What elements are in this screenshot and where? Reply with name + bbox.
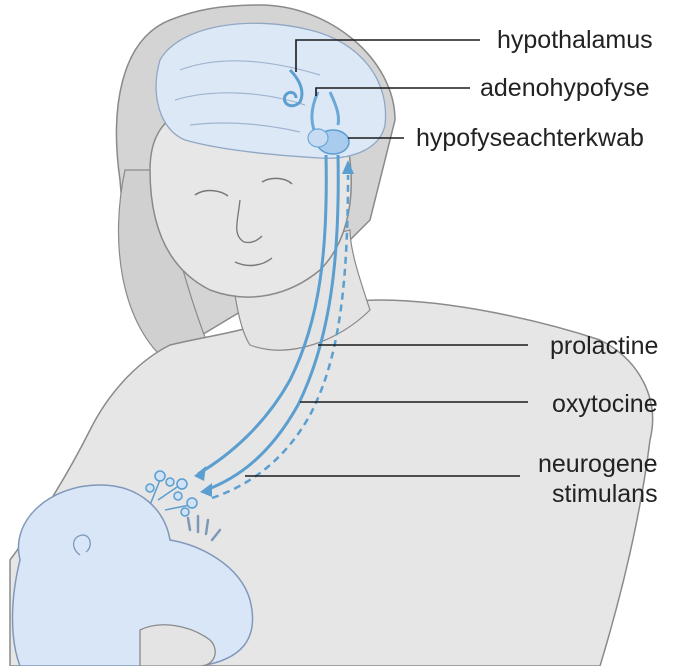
baby-body <box>11 484 254 666</box>
label-adenohypofyse: adenohypofyse <box>480 74 650 102</box>
eye-right <box>261 177 293 185</box>
neurogene-arrowhead <box>342 160 354 174</box>
label-neurogene-line2: stimulans <box>552 480 658 508</box>
eye-left <box>194 189 229 197</box>
baby-hand <box>186 514 222 542</box>
label-neurogene-line1: neurogene <box>538 450 658 478</box>
mouth <box>234 257 273 267</box>
label-hypofyseachterkwab: hypofyseachterkwab <box>416 124 644 152</box>
leader-lines <box>245 39 528 477</box>
brain-fold-1 <box>179 60 321 76</box>
label-hypothalamus: hypothalamus <box>497 26 653 54</box>
mammary-gland <box>145 470 198 517</box>
prolactine-arrow <box>197 154 328 476</box>
label-oxytocine: oxytocine <box>552 390 658 418</box>
brain-fold-3 <box>189 122 301 133</box>
prolactine-arrowhead <box>194 466 206 481</box>
adenohypofyse-stalk-2 <box>328 91 340 126</box>
brain <box>155 22 387 159</box>
mother-hand <box>139 624 216 666</box>
oxytocine-arrow <box>205 154 340 492</box>
leader-adenohypofyse <box>315 87 470 96</box>
nose <box>236 199 263 244</box>
hypothalamus-structure <box>282 68 304 108</box>
brain-fold-2 <box>174 92 306 106</box>
baby-ear <box>73 534 91 556</box>
oxytocine-arrowhead <box>200 483 212 497</box>
adenohypofyse-lobe <box>307 128 329 148</box>
label-prolactine: prolactine <box>550 332 659 360</box>
leader-hypothalamus <box>295 39 480 72</box>
